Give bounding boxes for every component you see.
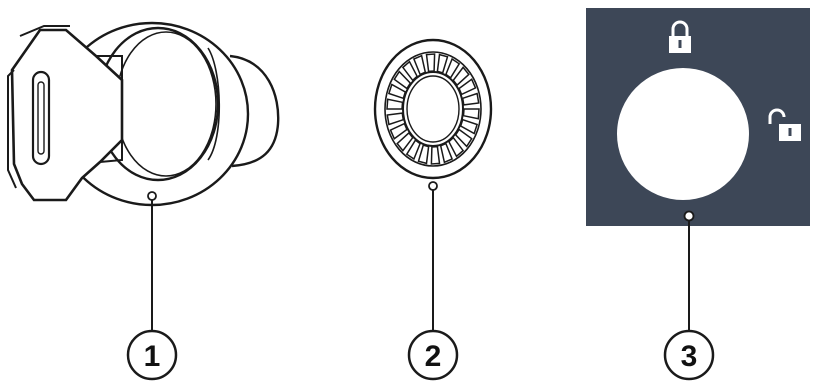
callout-number-3: 3 [681, 340, 698, 373]
washer-tooth [427, 54, 435, 71]
lock-position-panel [586, 8, 810, 226]
serrated-lock-washer [375, 40, 491, 190]
callout-3: 3 [665, 331, 713, 379]
callout-number-2: 2 [425, 340, 442, 373]
callout-1: 1 [128, 331, 176, 379]
callout-2: 2 [409, 331, 457, 379]
washer-tooth [431, 147, 439, 164]
key-lock-assembly [8, 23, 278, 205]
callout-number-1: 1 [144, 340, 161, 373]
